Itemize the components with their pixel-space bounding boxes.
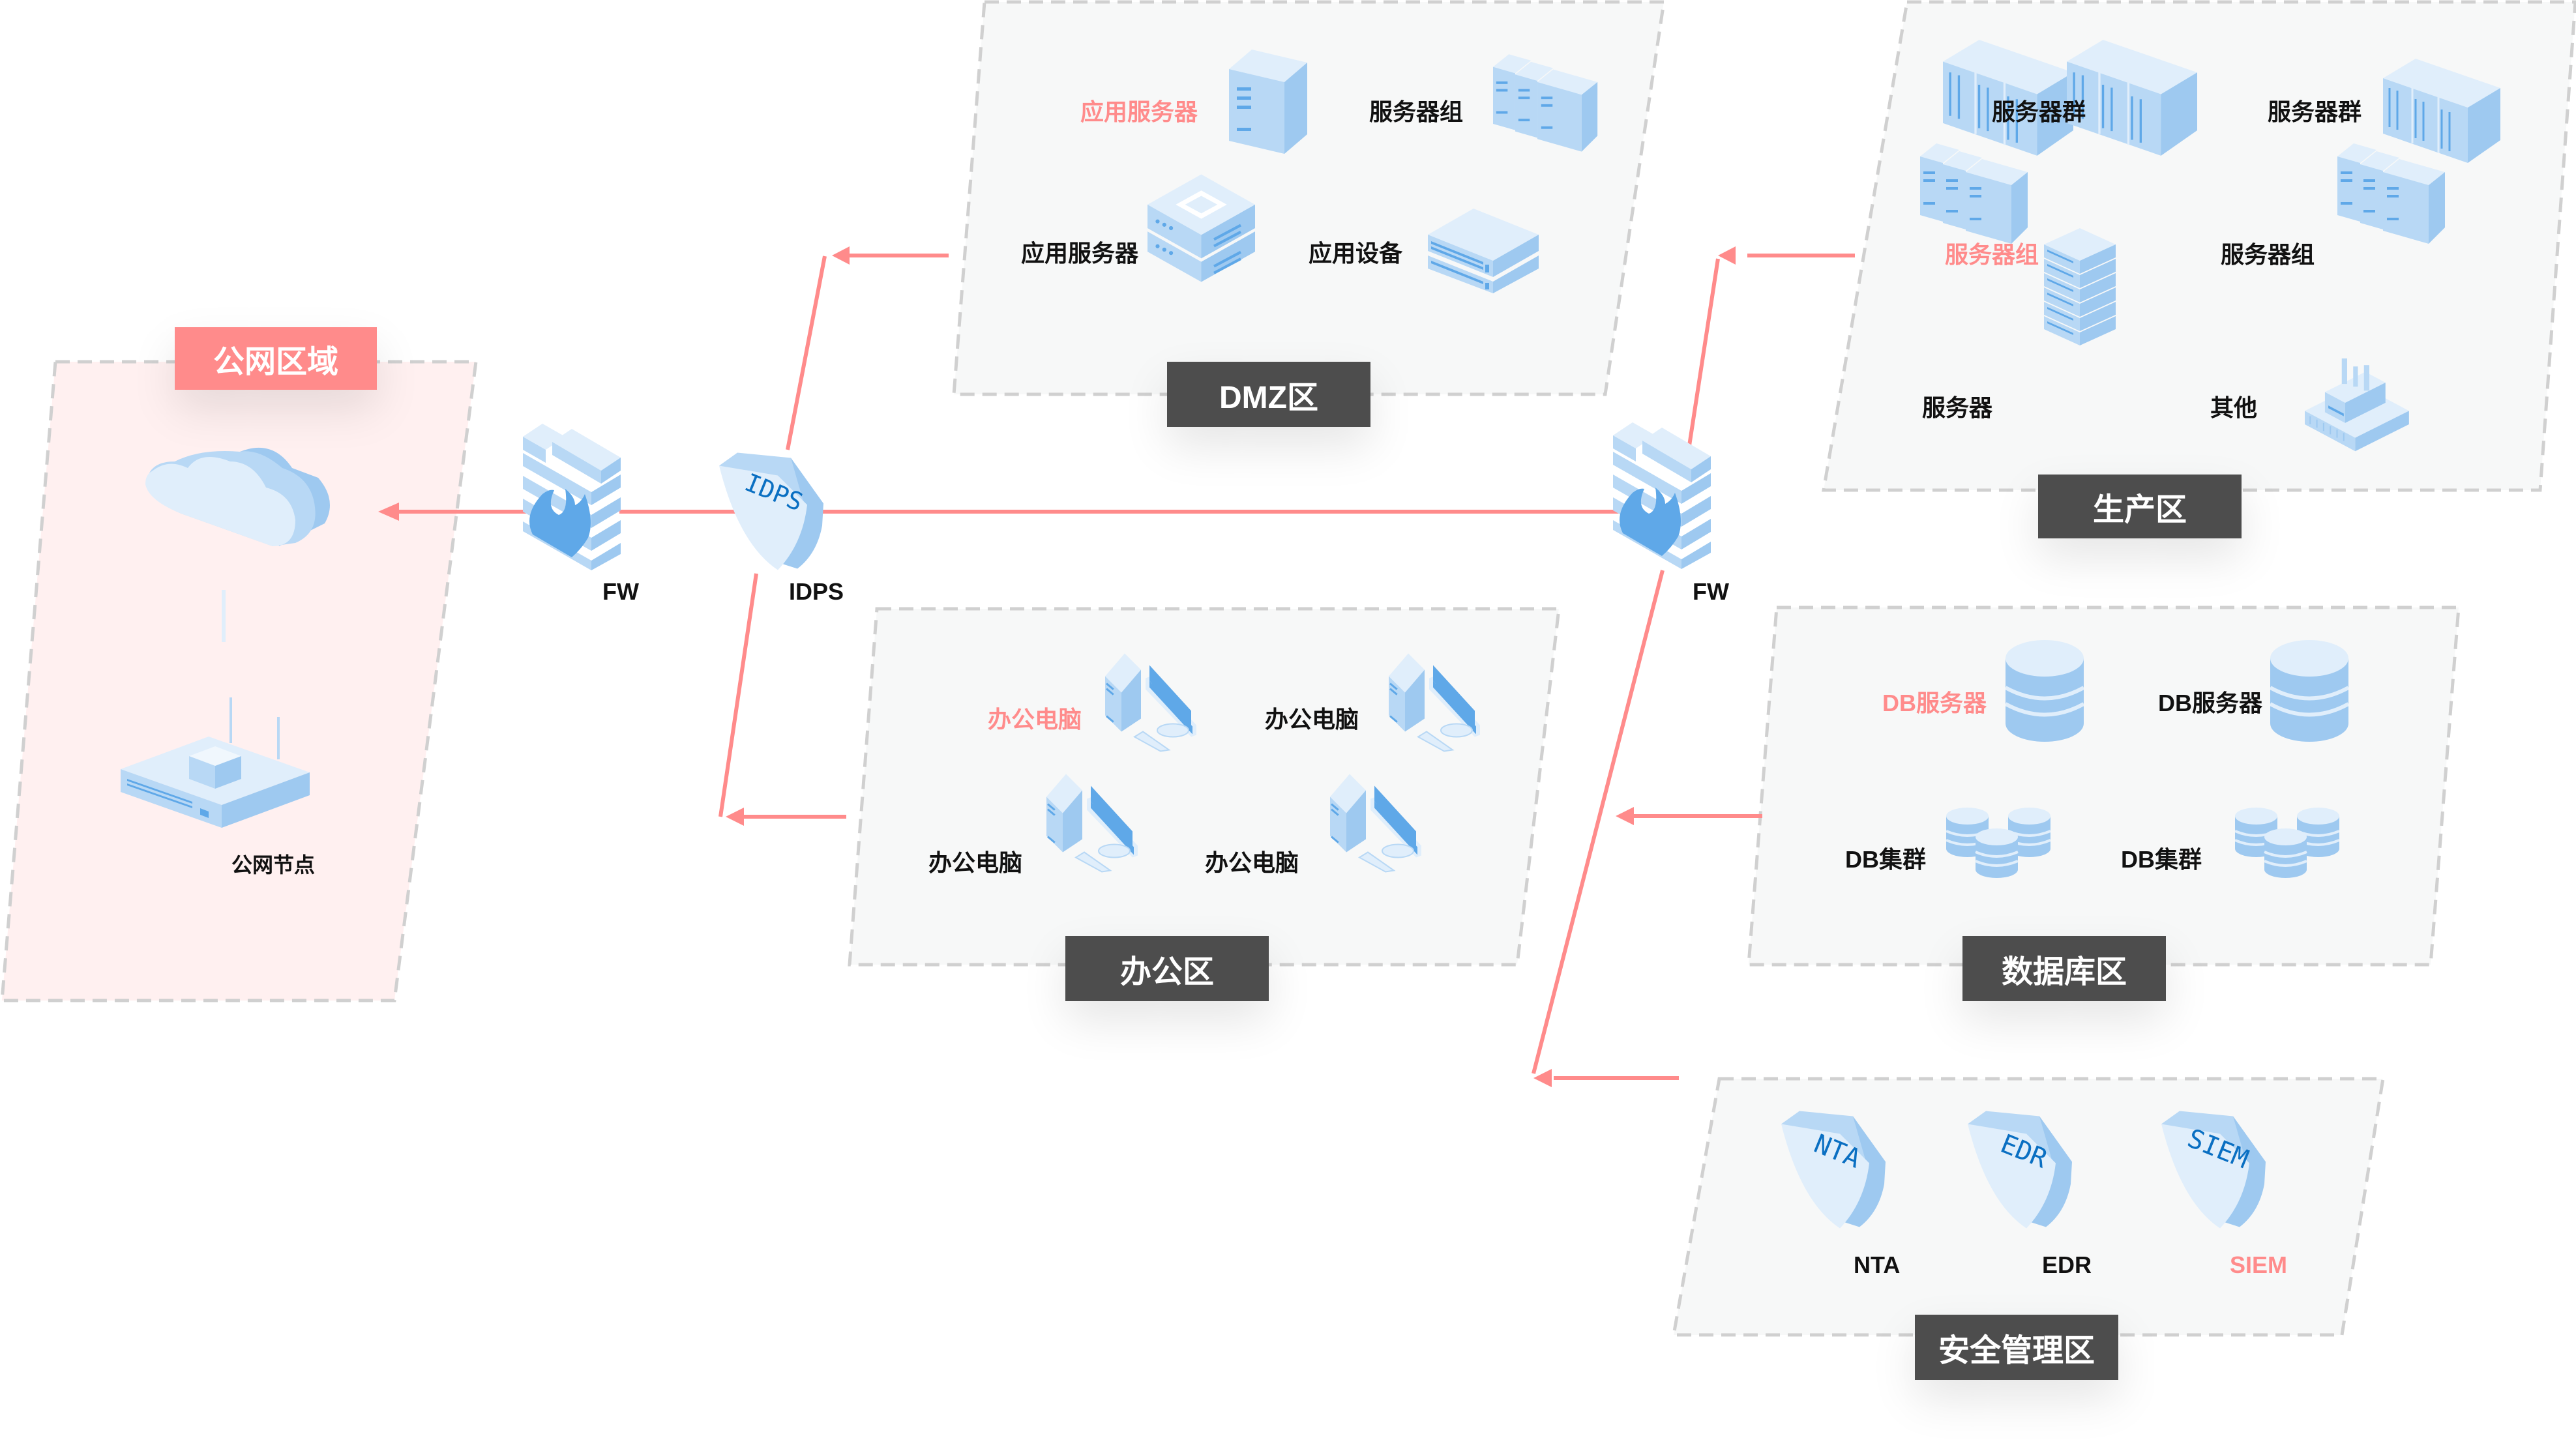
arrowheads <box>378 246 1736 1087</box>
office-node-label-3: 办公电脑 <box>928 849 1023 876</box>
arrowhead-database <box>1616 807 1634 825</box>
prod-node-label-6: 其他 <box>2210 394 2258 421</box>
prod-node-label-2: 服务器群 <box>2268 98 2362 125</box>
link-fw-branch-up <box>1687 258 1720 450</box>
edr-shield[interactable]: EDR <box>1968 1111 2072 1229</box>
prod-node-label-3: 服务器组 <box>1945 241 2039 268</box>
firewall-icon-outer[interactable] <box>523 424 621 570</box>
sec-node-label-nta: NTA <box>1854 1251 1901 1278</box>
zone-panel-dmz <box>952 0 1666 396</box>
link-idps-branch-down <box>718 573 758 817</box>
zone-title-public: 公网区域 <box>175 327 377 390</box>
router-label: 公网节点 <box>231 853 316 877</box>
zone-title-office: 办公区 <box>1065 936 1269 1001</box>
fw-outer-label: FW <box>602 578 639 605</box>
arrowhead-security <box>1533 1069 1552 1087</box>
server-cluster-icon-right[interactable] <box>2383 55 2500 166</box>
database-icon-2[interactable] <box>2270 640 2348 742</box>
db-node-label-2: DB服务器 <box>2158 690 2262 716</box>
arrowhead-office <box>726 808 744 826</box>
dmz-node-label-4: 应用设备 <box>1309 240 1403 267</box>
prod-node-label-1: 服务器群 <box>1992 98 2086 125</box>
office-node-label-1: 办公电脑 <box>988 706 1082 733</box>
link-fw-branch-down <box>1532 570 1665 1074</box>
idps-shield[interactable]: IDPS <box>719 452 823 570</box>
office-node-label-4: 办公电脑 <box>1205 849 1299 876</box>
zone-title-database: 数据库区 <box>1962 936 2166 1001</box>
link-idps-branch-up <box>786 256 827 450</box>
db-node-label-4: DB集群 <box>2121 846 2202 873</box>
dmz-node-label-1: 应用服务器 <box>1080 98 1198 125</box>
database-icon-1[interactable] <box>2006 640 2084 742</box>
arrowhead-dmz <box>832 246 850 265</box>
prod-node-label-4: 服务器组 <box>2221 241 2315 268</box>
tower-server-icon[interactable] <box>1229 50 1307 154</box>
siem-shield[interactable]: SIEM <box>2161 1111 2266 1229</box>
arrowhead-public <box>378 503 399 521</box>
nta-shield[interactable]: NTA <box>1781 1111 1886 1229</box>
idps-label: IDPS <box>789 578 844 605</box>
dmz-node-label-2: 服务器组 <box>1369 98 1464 125</box>
zone-panel-database <box>1747 606 2461 967</box>
blade-server-icon[interactable] <box>2044 228 2116 345</box>
fw-inner-label: FW <box>1693 578 1729 605</box>
connections <box>391 254 1855 1080</box>
dmz-node-label-3: 应用服务器 <box>1021 240 1139 267</box>
zone-title-dmz: DMZ区 <box>1167 362 1370 427</box>
db-node-label-1: DB服务器 <box>1882 690 1987 716</box>
zone-title-security: 安全管理区 <box>1915 1315 2118 1380</box>
sec-node-label-siem: SIEM <box>2230 1251 2288 1278</box>
db-node-label-3: DB集群 <box>1845 846 1926 873</box>
zone-title-production: 生产区 <box>2038 475 2242 538</box>
prod-node-label-5: 服务器 <box>1922 394 1993 421</box>
sec-node-label-edr: EDR <box>2042 1251 2092 1278</box>
shield-icon-idps <box>719 452 823 570</box>
office-node-label-2: 办公电脑 <box>1265 706 1359 733</box>
zone-public <box>121 447 330 828</box>
arrowhead-production <box>1718 246 1736 265</box>
cloud-uplink <box>222 590 226 642</box>
zone-panel-office <box>848 607 1561 967</box>
firewall-icon-inner[interactable] <box>1613 422 1711 569</box>
